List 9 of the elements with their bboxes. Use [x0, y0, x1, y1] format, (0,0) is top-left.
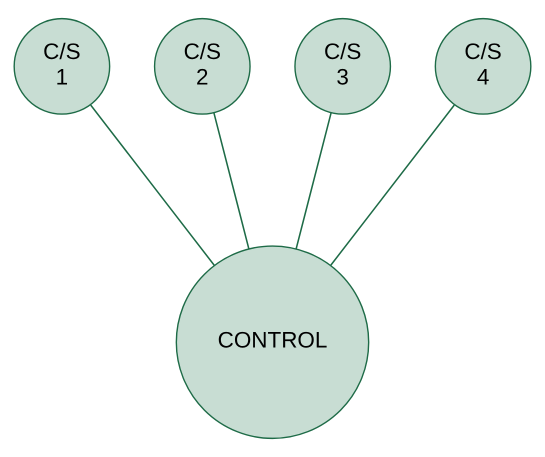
node-circle: C/S 3	[294, 18, 392, 115]
node-circle: C/S 1	[13, 18, 110, 115]
connector	[330, 104, 455, 266]
node-circle: C/S 4	[434, 18, 532, 115]
connector	[213, 112, 250, 249]
node-circle: C/S 2	[154, 18, 251, 115]
node-circle: CONTROL	[176, 245, 370, 440]
connector	[90, 104, 215, 266]
connector	[295, 112, 332, 249]
